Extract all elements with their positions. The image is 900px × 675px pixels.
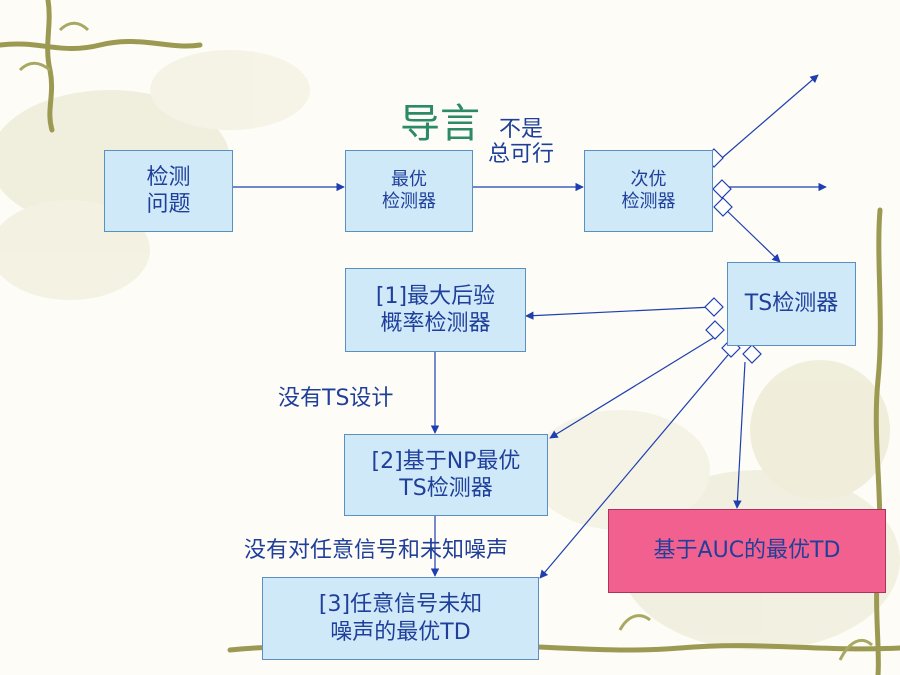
box-line: 检测器	[382, 191, 436, 212]
diamond-connector	[705, 320, 725, 340]
no-arbitrary-signal-label: 没有对任意信号和未知噪声	[244, 538, 509, 563]
diamond-connector	[742, 344, 762, 364]
box-line: 问题	[146, 192, 191, 217]
diamond-connector	[712, 179, 732, 199]
arrow-ts-to-auc	[733, 361, 746, 509]
diamond-connector	[713, 197, 733, 217]
box-line: 概率检测器	[380, 311, 491, 336]
diamond-connector	[704, 297, 724, 317]
arrow-ts-to-map	[525, 306, 714, 320]
arrow-suboptimal-up-right	[721, 74, 819, 159]
box-line: 次优	[630, 168, 667, 190]
box-line: [1]最大后验	[375, 283, 496, 309]
box-line: 最优	[391, 168, 427, 190]
note-line-2: 总可行	[488, 142, 555, 168]
optimal-detector-box: 最优 检测器	[345, 150, 473, 232]
box-line: [3]任意信号未知	[318, 592, 483, 617]
arrow-ts-to-arbitrary	[539, 354, 729, 579]
box-line: TS检测器	[399, 476, 493, 501]
slide-title: 导言	[400, 101, 480, 147]
suboptimal-detector-box: 次优 检测器	[584, 150, 713, 232]
note-line-1: 不是	[499, 117, 544, 142]
box-line: 检测	[146, 164, 191, 190]
np-ts-detector-box: [2]基于NP最优 TS检测器	[344, 434, 548, 516]
arrow-ts-to-np	[549, 337, 714, 439]
not-always-feasible-note: 不是 总可行	[488, 117, 554, 168]
box-line: TS检测器	[744, 291, 839, 317]
arbitrary-signal-td-box: [3]任意信号未知 噪声的最优TD	[262, 577, 539, 660]
box-line: 噪声的最优TD	[330, 619, 471, 645]
arrow-suboptimal-to-ts	[721, 205, 781, 263]
box-line: 基于AUC的最优TD	[653, 538, 841, 564]
map-detector-box: [1]最大后验 概率检测器	[345, 268, 526, 352]
ts-detector-box: TS检测器	[727, 262, 856, 346]
box-line: [2]基于NP最优	[371, 448, 521, 474]
auc-td-box: 基于AUC的最优TD	[608, 509, 886, 593]
detection-problem-box: 检测 问题	[104, 150, 233, 232]
box-line: 检测器	[621, 191, 676, 212]
no-ts-design-label: 没有TS设计	[278, 386, 394, 411]
